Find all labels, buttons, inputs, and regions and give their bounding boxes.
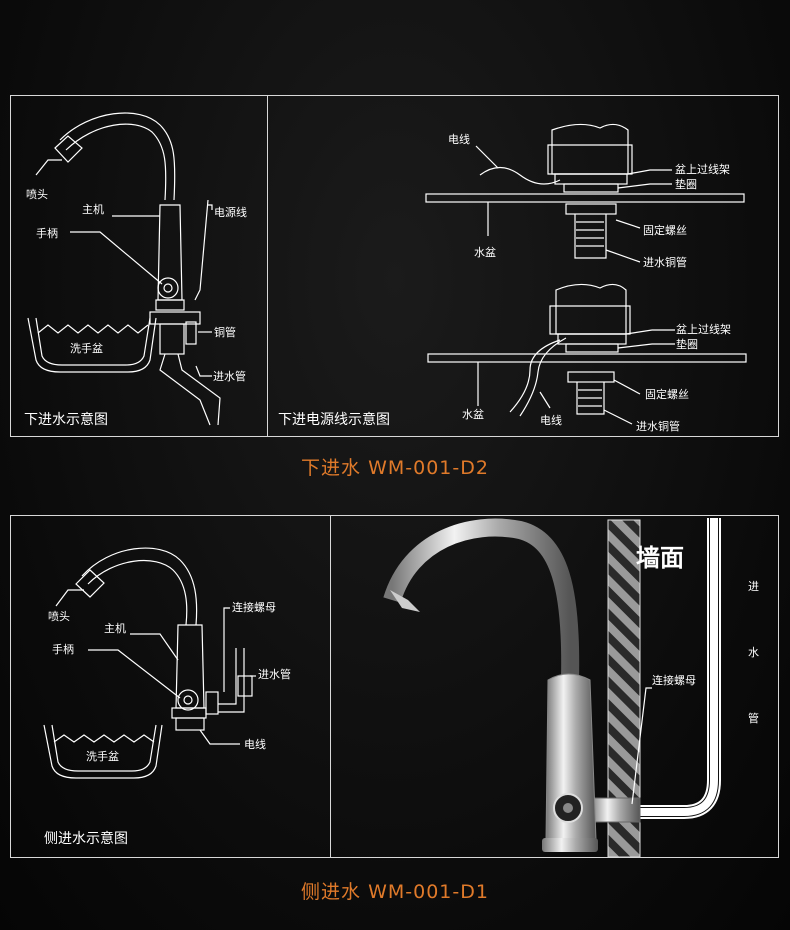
label-bracket-bottom: 盆上过线架 [676, 322, 731, 336]
mount-diagram-top [425, 123, 745, 263]
faucet-drawing-side-inlet [43, 547, 256, 779]
faucet-drawing-bottom-inlet [27, 112, 221, 426]
label-body: 主机 [82, 202, 104, 216]
panel-wall-install [330, 515, 779, 858]
label-basin-side: 洗手盆 [86, 749, 119, 763]
label-nut-photo: 连接螺母 [652, 674, 696, 687]
label-wire-side: 电线 [244, 737, 266, 751]
label-gasket-top: 垫圈 [675, 177, 697, 191]
label-screw-bottom: 固定螺丝 [645, 387, 689, 401]
label-nut-side: 连接螺母 [232, 601, 276, 614]
model-title-d2: 下进水 WM-001-D2 [301, 457, 489, 479]
label-inlet-vert-3: 管 [748, 711, 759, 725]
label-spout-side: 喷头 [48, 610, 70, 623]
label-inlet-bottom: 进水铜管 [636, 419, 680, 433]
label-spout: 喷头 [26, 188, 48, 201]
label-inlet-pipe: 进水管 [213, 369, 246, 383]
model-title-d1: 侧进水 WM-001-D1 [301, 881, 489, 903]
label-gasket-bottom: 垫圈 [676, 337, 698, 351]
wall-install-illustration [383, 518, 721, 858]
panel-side-inlet [10, 515, 331, 858]
label-wall: 墙面 [636, 544, 684, 572]
caption-bottom-power: 下进电源线示意图 [278, 411, 390, 428]
mount-diagram-bottom [427, 283, 747, 425]
label-copper-pipe: 铜管 [214, 325, 236, 339]
label-handle: 手柄 [36, 226, 58, 240]
label-wire-top: 电线 [448, 132, 470, 146]
caption-side-inlet: 侧进水示意图 [44, 830, 128, 847]
caption-bottom-inlet: 下进水示意图 [24, 411, 108, 428]
label-basin-bottom: 水盆 [462, 407, 484, 421]
label-wire-bottom: 电线 [540, 413, 562, 427]
label-screw-top: 固定螺丝 [643, 223, 687, 237]
label-inlet-top: 进水铜管 [643, 255, 687, 269]
label-inlet-vert-2: 水 [748, 646, 759, 659]
label-inlet-side: 进水管 [258, 667, 291, 681]
label-inlet-vert-1: 进 [748, 580, 759, 593]
label-wash-basin: 洗手盆 [70, 341, 103, 355]
label-handle-side: 手柄 [52, 642, 74, 656]
label-power-cord: 电源线 [214, 205, 247, 219]
label-basin-top: 水盆 [474, 245, 496, 259]
panel-bottom-power [267, 95, 779, 437]
label-body-side: 主机 [104, 621, 126, 635]
label-bracket-top: 盆上过线架 [675, 162, 730, 176]
